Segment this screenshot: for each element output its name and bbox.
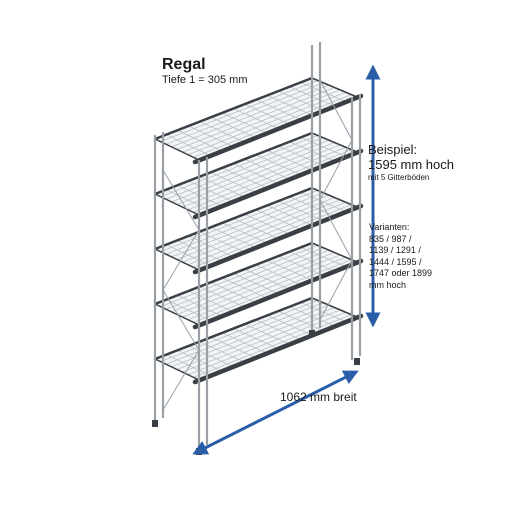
shelf-frames xyxy=(152,42,362,455)
grid-wire xyxy=(210,116,256,138)
grid-wire xyxy=(233,328,279,349)
grid-wire xyxy=(244,213,290,235)
grid-wire xyxy=(255,209,301,230)
variants-line: 835 / 987 / xyxy=(369,233,412,244)
frame-brace xyxy=(319,259,353,321)
grid-wire xyxy=(233,218,279,239)
grid-wire xyxy=(166,134,211,156)
grid-wire xyxy=(188,125,234,147)
grid-wire xyxy=(188,290,234,312)
example-shelves-label: mit 5 Gitterböden xyxy=(368,173,430,182)
front-beam xyxy=(192,148,364,220)
width-label: 1062 mm breit xyxy=(280,390,357,404)
front-beam xyxy=(192,203,364,275)
variants-line: Varianten: xyxy=(369,222,410,232)
frame-brace xyxy=(162,289,200,351)
grid-wire xyxy=(210,336,256,358)
grid-wire xyxy=(244,323,290,345)
example-height-label: 1595 mm hoch xyxy=(368,157,454,172)
shelf-level xyxy=(153,76,364,165)
grid-wire xyxy=(266,315,313,336)
frame-brace xyxy=(319,139,353,201)
grid-wire xyxy=(244,103,290,125)
grid-wire xyxy=(278,90,324,111)
foot xyxy=(309,330,315,337)
front-beam xyxy=(192,258,364,330)
grid-wire xyxy=(278,200,324,221)
back-beam xyxy=(154,131,313,196)
grid-wire xyxy=(255,99,301,120)
grid-wire xyxy=(199,121,245,143)
grid-wire xyxy=(233,273,279,294)
grid-wire xyxy=(278,255,324,276)
width-dimension-arrow xyxy=(192,370,359,455)
frame-brace xyxy=(319,199,353,261)
grid-wire xyxy=(278,145,324,166)
shelf-levels xyxy=(153,76,364,385)
depth-label: Tiefe 1 = 305 mm xyxy=(162,74,248,86)
front-beam xyxy=(192,93,364,165)
grid-wire xyxy=(266,205,313,226)
back-beam xyxy=(154,186,313,251)
grid-wire xyxy=(300,246,346,267)
foot xyxy=(354,358,360,365)
grid-wire xyxy=(233,163,279,184)
grid-wire xyxy=(210,171,256,193)
back-beam xyxy=(154,76,313,141)
grid-wire xyxy=(278,310,324,331)
grid-wire xyxy=(255,264,301,285)
variants-line: 1747 oder 1899 xyxy=(369,268,433,278)
shelf-level xyxy=(153,296,364,385)
grid-wire xyxy=(177,129,222,152)
grid-wire xyxy=(266,150,313,171)
grid-wire xyxy=(266,260,313,281)
example-label: Beispiel: xyxy=(368,142,418,157)
grid-wire xyxy=(244,268,290,290)
grid-wire xyxy=(266,95,313,116)
grid-wire xyxy=(255,319,301,340)
foot xyxy=(152,420,158,427)
grid-wire xyxy=(233,108,279,129)
variants-line: 1444 / 1595 / xyxy=(369,256,422,267)
grid-wire xyxy=(222,112,267,134)
grid-wire xyxy=(222,222,267,244)
grid-wire xyxy=(210,281,256,303)
back-beam xyxy=(154,241,313,306)
grid-wire xyxy=(166,244,211,266)
frame-brace xyxy=(319,79,353,141)
frame-brace xyxy=(162,229,200,291)
grid-wire xyxy=(255,154,301,175)
grid-wire xyxy=(188,345,234,367)
frame-brace xyxy=(162,169,200,231)
grid-wire xyxy=(300,81,346,102)
grid-wire xyxy=(188,235,234,257)
grid-wire xyxy=(222,167,267,189)
grid-wire xyxy=(210,226,256,248)
shelf-level xyxy=(153,186,364,275)
grid-wire xyxy=(244,158,290,180)
variants-line: mm hoch xyxy=(369,279,407,290)
grid-wire xyxy=(222,332,267,354)
grid-wire xyxy=(166,299,211,321)
grid-wire xyxy=(300,191,346,212)
back-beam xyxy=(154,296,313,361)
grid-wire xyxy=(300,301,346,322)
frame-brace xyxy=(162,349,200,411)
variants-list: Varianten: 835 / 987 / 1139 / 1291 / 144… xyxy=(369,222,459,291)
diagram-title: Regal xyxy=(162,56,206,73)
grid-wire xyxy=(222,277,267,299)
grid-wire xyxy=(188,180,234,202)
variants-line: 1139 / 1291 / xyxy=(369,245,421,255)
grid-wire xyxy=(166,189,211,211)
grid-wire xyxy=(300,136,346,157)
